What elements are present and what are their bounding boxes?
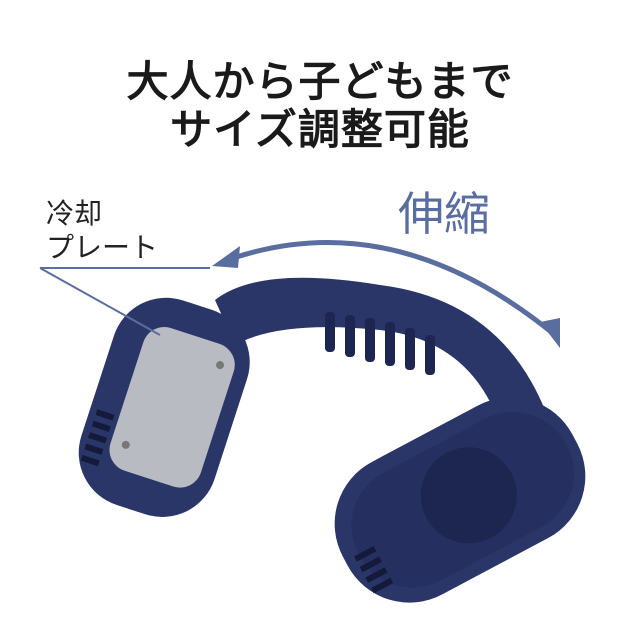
right-fan-pod [334,397,586,603]
leader-line [39,267,161,336]
headline-line1: 大人から子どもまで [126,57,514,106]
left-fan-pod [78,297,250,517]
arrow-head-right [540,318,560,348]
stretch-label: 伸縮 [398,187,490,241]
arrow-head-left [212,246,240,268]
headline-line2: サイズ調整可能 [170,105,470,154]
band-ridges [325,312,435,375]
plate-label-line2: プレート [46,231,159,264]
stretch-arrow [221,240,557,337]
neck-band [215,277,545,425]
plate-label-line1: 冷却 [46,197,103,230]
cooling-plate [109,327,235,488]
